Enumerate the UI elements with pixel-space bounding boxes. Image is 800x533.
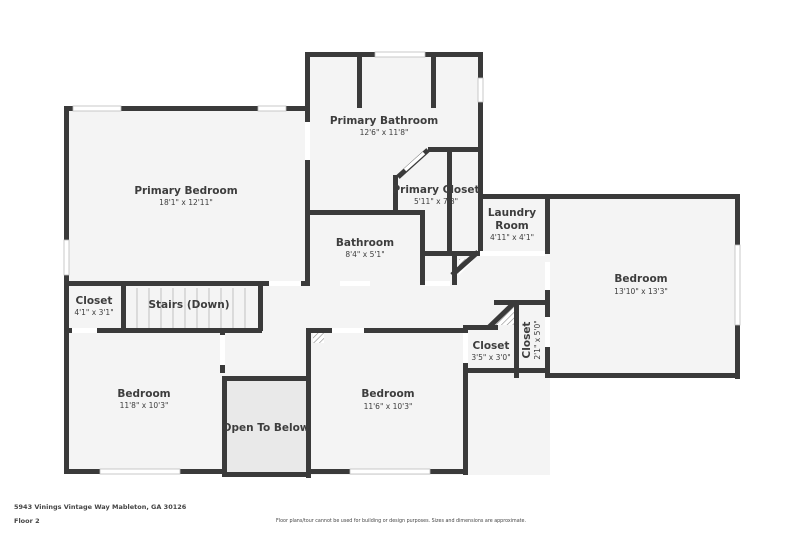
room-label-stairs: Stairs (Down) [148, 299, 229, 311]
svg-text:13'10" x 13'3": 13'10" x 13'3" [614, 287, 668, 296]
room-label-bedroom-sw: Bedroom 11'8" x 10'3" [117, 388, 170, 410]
room-label-open-to-below: Open To Below [223, 422, 310, 434]
room-label-primary-bathroom: Primary Bathroom 12'6" x 11'8" [330, 115, 438, 137]
svg-text:Primary Bedroom: Primary Bedroom [134, 185, 237, 197]
svg-text:5'11" x 7'8": 5'11" x 7'8" [414, 197, 458, 206]
svg-text:Stairs (Down): Stairs (Down) [148, 299, 229, 311]
svg-text:Bedroom: Bedroom [614, 273, 667, 285]
svg-text:Laundry: Laundry [488, 207, 536, 219]
svg-text:Primary Closet: Primary Closet [392, 184, 479, 196]
room-label-closet-nw: Closet 4'1" x 3'1" [74, 295, 113, 317]
svg-text:2'1" x 5'0": 2'1" x 5'0" [533, 320, 542, 359]
window [63, 239, 70, 276]
room-label-bedroom-east: Bedroom 13'10" x 13'3" [614, 273, 668, 296]
svg-text:8'4" x 5'1": 8'4" x 5'1" [345, 250, 384, 259]
window [477, 77, 484, 103]
room-label-laundry-room: Laundry Room 4'11" x 4'1" [488, 207, 536, 242]
svg-text:18'1" x 12'11": 18'1" x 12'11" [159, 198, 213, 207]
door-openings [72, 122, 550, 365]
room-label-closet-south: Closet 3'5" x 3'0" [471, 340, 510, 362]
room-label-closet-vertical: Closet 2'1" x 5'0" [521, 320, 542, 359]
svg-text:Closet: Closet [76, 295, 113, 307]
svg-text:Bedroom: Bedroom [117, 388, 170, 400]
svg-text:Bedroom: Bedroom [361, 388, 414, 400]
open-to-below-area [226, 380, 306, 476]
svg-text:11'8" x 10'3": 11'8" x 10'3" [120, 401, 169, 410]
window [349, 468, 431, 475]
disclaimer: Floor plans/tour cannot be used for buil… [276, 519, 527, 524]
svg-text:Room: Room [495, 220, 529, 232]
floor-label: Floor 2 [14, 517, 40, 525]
svg-text:12'6" x 11'8": 12'6" x 11'8" [360, 128, 409, 137]
window [374, 51, 426, 58]
room-label-primary-closet: Primary Closet 5'11" x 7'8" [392, 184, 479, 206]
room-label-bathroom: Bathroom 8'4" x 5'1" [336, 237, 394, 259]
svg-text:Open To Below: Open To Below [223, 422, 310, 434]
svg-text:Bathroom: Bathroom [336, 237, 394, 249]
room-label-primary-bedroom: Primary Bedroom 18'1" x 12'11" [134, 185, 237, 207]
windows [63, 51, 741, 475]
svg-text:3'5" x 3'0": 3'5" x 3'0" [471, 353, 510, 362]
window [72, 105, 122, 112]
svg-text:4'1" x 3'1": 4'1" x 3'1" [74, 308, 113, 317]
svg-text:Primary Bathroom: Primary Bathroom [330, 115, 438, 127]
stairs-treads [136, 288, 246, 328]
svg-text:11'6" x 10'3": 11'6" x 10'3" [364, 402, 413, 411]
window [99, 468, 181, 475]
svg-text:Closet: Closet [473, 340, 510, 352]
room-label-bedroom-south: Bedroom 11'6" x 10'3" [361, 388, 414, 411]
property-address: 5943 Vinings Vintage Way Mableton, GA 30… [14, 503, 187, 511]
window [257, 105, 287, 112]
window [734, 244, 741, 326]
svg-text:4'11" x 4'1": 4'11" x 4'1" [490, 233, 534, 242]
svg-text:Closet: Closet [521, 322, 533, 359]
